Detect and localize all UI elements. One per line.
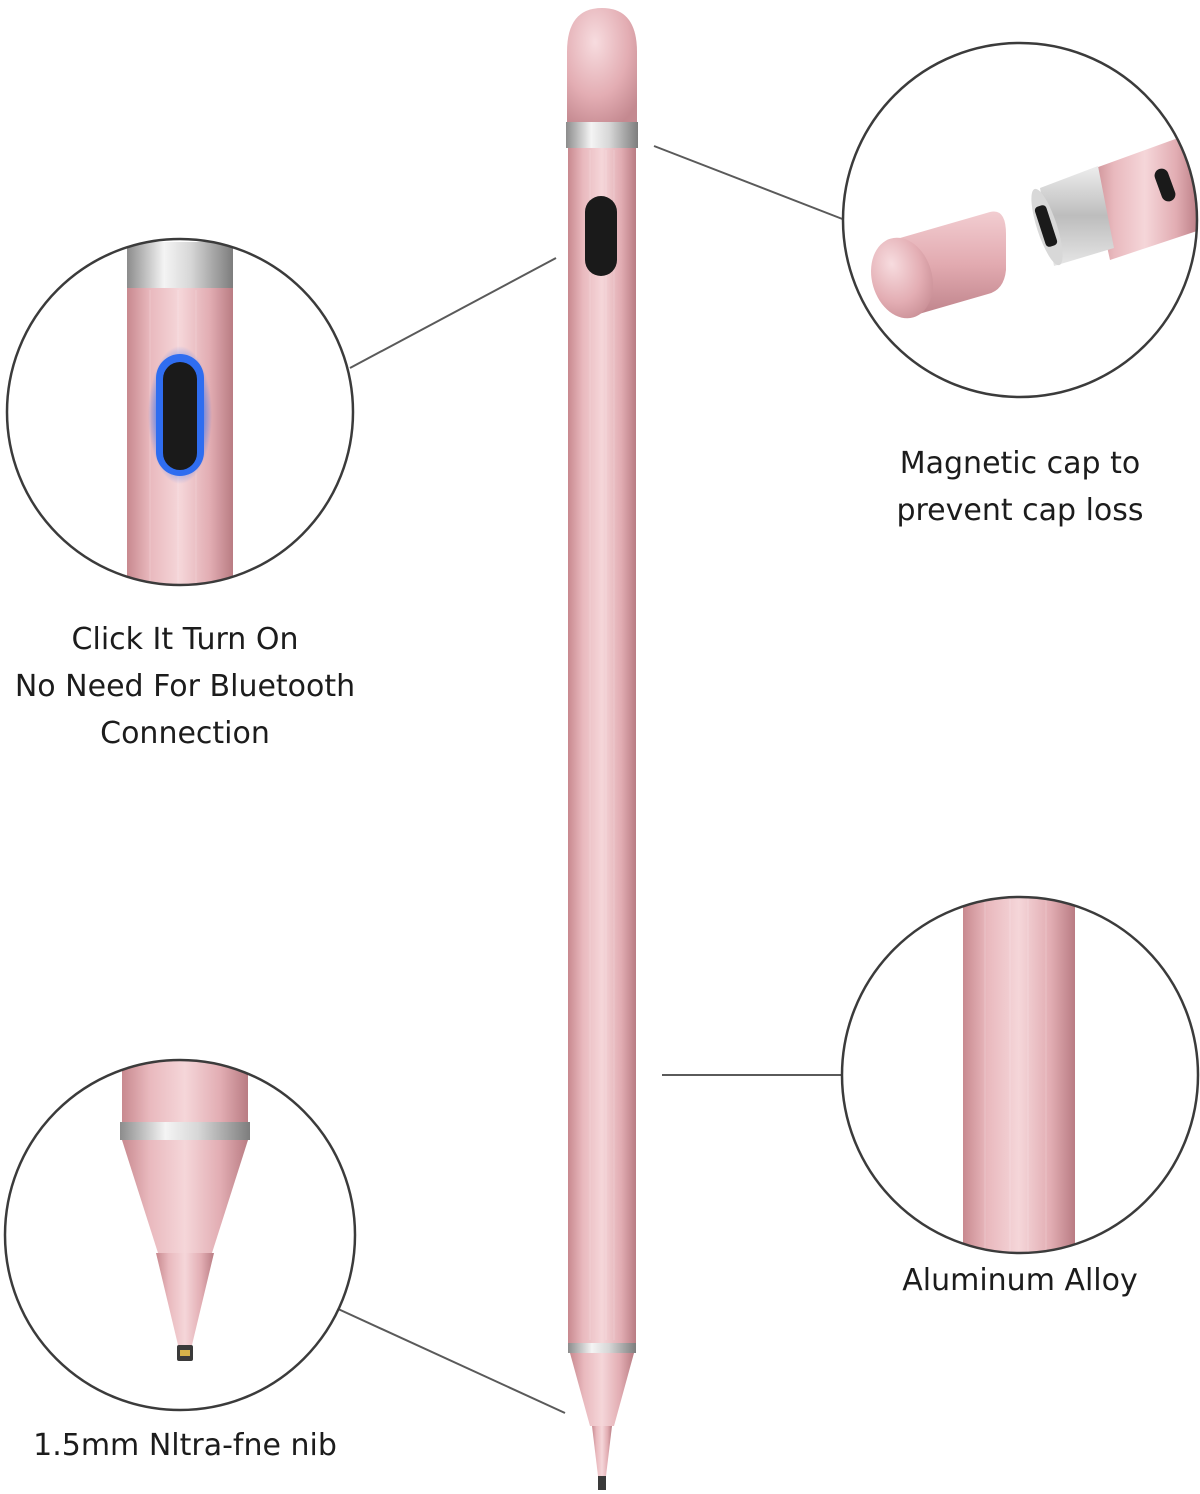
leader-line-button: [349, 257, 557, 369]
detail-circle-button: [5, 237, 355, 587]
leader-lines: [335, 145, 846, 1414]
caption-line: prevent cap loss: [896, 493, 1144, 528]
caption-line: Magnetic cap to: [899, 446, 1141, 481]
caption-line: Connection: [100, 716, 270, 751]
caption-line: 1.5mm Nltra-fne nib: [33, 1428, 337, 1463]
stylus-pen: [566, 8, 638, 1490]
caption-power-button: Click It Turn On No Need For Bluetooth C…: [0, 616, 370, 757]
detail-circle-body: [840, 895, 1200, 1255]
caption-line: Aluminum Alloy: [902, 1263, 1138, 1298]
leader-line-cap: [653, 145, 846, 221]
caption-body-material: Aluminum Alloy: [850, 1257, 1190, 1304]
caption-magnetic-cap: Magnetic cap to prevent cap loss: [850, 440, 1190, 534]
detail-circle-cap: [841, 41, 1199, 399]
power-button-icon: [585, 196, 617, 276]
caption-line: Click It Turn On: [71, 622, 299, 657]
button-icon: [163, 362, 197, 470]
caption-nib: 1.5mm Nltra-fne nib: [0, 1422, 370, 1469]
leader-line-nib: [335, 1307, 566, 1414]
detail-circle-nib: [3, 1058, 357, 1412]
caption-line: No Need For Bluetooth: [14, 669, 356, 704]
